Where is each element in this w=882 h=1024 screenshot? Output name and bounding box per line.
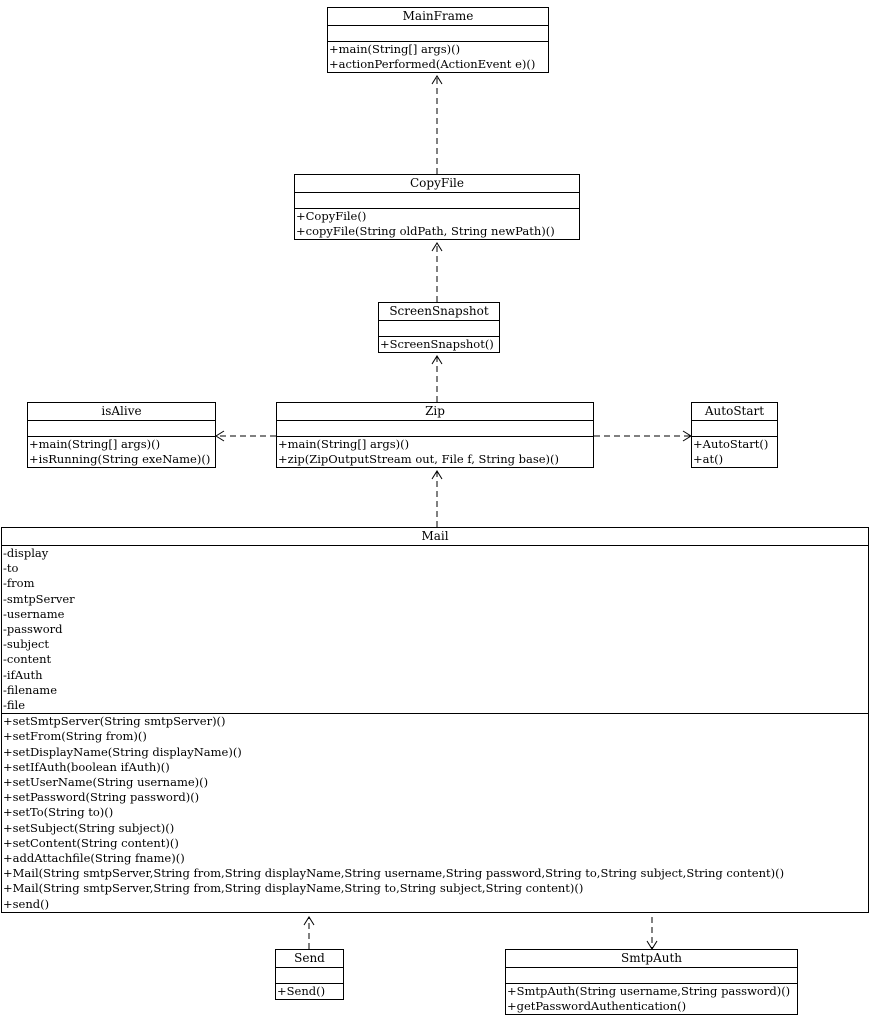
method: +main(String[] args)() [278,437,410,451]
method: +setContent(String content)() [3,835,179,850]
method: +setSubject(String subject)() [3,820,175,835]
attribute: -file [3,698,26,713]
method: +zip(ZipOutputStream out, File f, String… [278,452,560,467]
class-mainframe: MainFrame +main(String[] args)() +action… [327,7,549,74]
methods-compartment: +AutoStart() +at() [692,437,777,467]
dependency-zip-isalive [215,430,276,442]
attributes-compartment [379,321,499,337]
method: +setIfAuth(boolean ifAuth)() [3,759,170,774]
method: +setTo(String to)() [3,805,114,820]
method: +send() [3,896,50,911]
dependency-mail-zip [431,470,443,527]
dependency-send-mail [303,916,315,949]
class-isalive: isAlive +main(String[] args)() +isRunnin… [27,402,216,469]
attribute: -subject [3,637,49,652]
attributes-compartment [28,421,215,437]
method: +setUserName(String username)() [3,775,209,790]
dependency-zip-screensnapshot [431,355,443,402]
attributes-compartment [506,968,797,984]
methods-compartment: +ScreenSnapshot() [379,337,499,352]
attribute: -username [3,606,65,621]
method: +CopyFile() [296,209,367,223]
method: +at() [693,452,724,467]
attribute: -smtpServer [3,591,75,606]
method: +Mail(String smtpServer,String from,Stri… [3,866,785,881]
attribute: -password [3,622,63,637]
method: +getPasswordAuthentication() [507,999,687,1014]
class-name: Zip [277,403,593,421]
dependency-zip-autostart [594,430,692,442]
attributes-compartment [692,421,777,437]
class-zip: Zip +main(String[] args)() +zip(ZipOutpu… [276,402,594,469]
methods-compartment: +main(String[] args)() +zip(ZipOutputStr… [277,437,593,467]
method: +Send() [277,984,326,998]
method: +isRunning(String exeName)() [29,452,211,467]
methods-compartment: +CopyFile() +copyFile(String oldPath, St… [295,209,579,239]
attributes-compartment: -display -to -from -smtpServer -username… [2,546,868,715]
class-name: Mail [2,528,868,546]
attribute: -to [3,561,19,576]
dependency-mail-smtpauth [646,917,658,950]
class-name: CopyFile [295,175,579,193]
method: +ScreenSnapshot() [380,337,494,351]
class-name: SmtpAuth [506,950,797,968]
attribute: -from [3,576,35,591]
class-autostart: AutoStart +AutoStart() +at() [691,402,778,469]
class-copyfile: CopyFile +CopyFile() +copyFile(String ol… [294,174,580,241]
class-screensnapshot: ScreenSnapshot +ScreenSnapshot() [378,302,500,354]
method: +setSmtpServer(String smtpServer)() [3,714,226,729]
method: +copyFile(String oldPath, String newPath… [296,224,555,239]
attributes-compartment [277,421,593,437]
method: +actionPerformed(ActionEvent e)() [329,57,536,72]
class-name: MainFrame [328,8,548,26]
attribute: -content [3,652,52,667]
class-smtpauth: SmtpAuth +SmtpAuth(String username,Strin… [505,949,798,1016]
method: +main(String[] args)() [329,42,461,56]
class-mail: Mail -display -to -from -smtpServer -use… [1,527,869,913]
methods-compartment: +SmtpAuth(String username,String passwor… [506,984,797,1014]
class-name: AutoStart [692,403,777,421]
attributes-compartment [276,968,343,984]
method: +setFrom(String from)() [3,729,147,744]
methods-compartment: +main(String[] args)() +actionPerformed(… [328,42,548,72]
method: +setDisplayName(String displayName)() [3,744,242,759]
method: +main(String[] args)() [29,437,161,451]
class-send: Send +Send() [275,949,344,1001]
methods-compartment: +main(String[] args)() +isRunning(String… [28,437,215,467]
method: +setPassword(String password)() [3,790,200,805]
attribute: -ifAuth [3,667,43,682]
attribute: -display [3,546,49,560]
method: +AutoStart() [693,437,769,451]
class-name: isAlive [28,403,215,421]
methods-compartment: +Send() [276,984,343,999]
method: +addAttachfile(String fname)() [3,851,185,866]
methods-compartment: +setSmtpServer(String smtpServer)() +set… [2,714,868,912]
dependency-screensnapshot-copyfile [431,242,443,302]
method: +SmtpAuth(String username,String passwor… [507,984,791,998]
dependency-copyfile-mainframe [431,75,443,174]
method: +Mail(String smtpServer,String from,Stri… [3,881,584,896]
class-name: Send [276,950,343,968]
attributes-compartment [328,26,548,42]
attribute: -filename [3,682,58,697]
attributes-compartment [295,193,579,209]
class-name: ScreenSnapshot [379,303,499,321]
